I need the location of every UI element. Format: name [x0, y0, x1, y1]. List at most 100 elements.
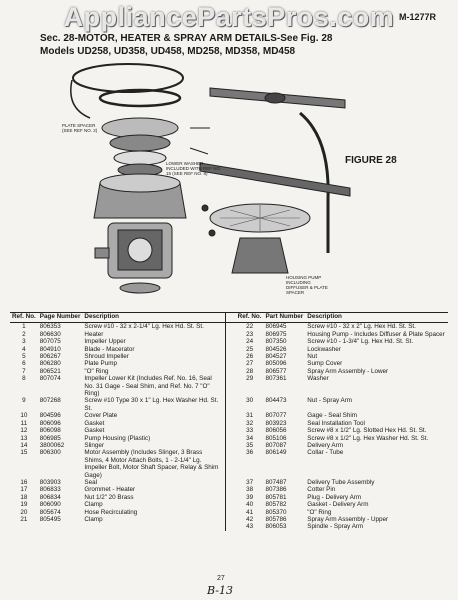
description-cell: Nut 1/2" 20 Brass [84, 493, 134, 501]
header-part: Page Number [37, 312, 83, 324]
description-cell: Spray Arm Assembly - Lower [307, 367, 389, 375]
callout-housing-pump: HOUSING PUMP INCLUDING DIFFUSER & PLATE … [286, 275, 328, 295]
table-row: 43 806053 Spindle - Spray Arm [10, 523, 448, 531]
ref-cell: 36 [246, 449, 254, 457]
description-cell: Seal [84, 478, 97, 486]
part-number-cell: 806056 [265, 427, 287, 435]
description-cell: Delivery Tube Assembly [307, 478, 375, 486]
description-cell: Blade - Macerator [84, 345, 135, 353]
description-cell: Clamp [84, 501, 103, 509]
part-number-cell: 803903 [39, 478, 61, 486]
description-cell: Screw #8 x 1/2" Lg. Hex Washer Hd. St. S… [307, 434, 429, 442]
description-cell: Nut [307, 353, 318, 361]
page-number: 27 [217, 575, 225, 582]
ref-cell: 2 [22, 330, 26, 338]
ref-cell: 27 [246, 360, 254, 368]
ref-cell: 37 [246, 478, 254, 486]
ref-cell: 26 [246, 353, 254, 361]
description-cell: Clamp [84, 515, 103, 523]
part-number-cell: 806149 [265, 449, 287, 457]
ref-cell: 23 [246, 330, 254, 338]
parts-table: Ref. No. Page Number Description Ref. No… [10, 312, 448, 531]
description-cell: Cotter Pin [307, 486, 336, 494]
part-number-cell: 806521 [39, 367, 61, 375]
description-cell: Screw #10 Type 30 x 1" Lg. Hex Washer Hd… [84, 397, 219, 412]
part-number-cell: 806267 [39, 353, 61, 361]
callout-plate-spacer: PLATE SPACER (SEE REF NO. 2) [62, 123, 98, 133]
part-number-cell: 806834 [39, 493, 61, 501]
description-cell: Spindle - Spray Arm [307, 523, 364, 531]
part-number-cell: 806098 [39, 427, 61, 435]
ref-cell: 42 [246, 515, 254, 523]
ref-cell: 35 [246, 441, 254, 449]
description-cell: Impeller Lower Kit (Includes Ref. No. 16… [84, 375, 212, 398]
part-number-cell: 807268 [39, 397, 61, 405]
description-cell: Plate Pump [84, 360, 117, 368]
part-number-cell: 807075 [39, 338, 61, 346]
ref-cell: 24 [246, 338, 254, 346]
part-number-cell: 806096 [39, 419, 61, 427]
part-number-cell: 806300 [39, 449, 61, 457]
ref-cell: 20 [20, 508, 28, 516]
ref-cell: 31 [246, 412, 254, 420]
description-cell: Hose Recirculating [84, 508, 138, 516]
description-cell: Screw #10 - 32 x 2-1/4" Lg. Hex Hd. St. … [84, 323, 204, 331]
part-number-cell: 806630 [39, 330, 61, 338]
description-cell: Gasket [84, 419, 105, 427]
watermark: AppliancePartsPros.com [63, 2, 395, 32]
description-cell: Screw #10 - 32 x 2" Lg. Hex Hd. St. St. [307, 323, 416, 331]
ref-cell: 3 [22, 338, 26, 346]
ref-cell: 11 [20, 419, 28, 427]
ref-cell: 18 [20, 493, 28, 501]
description-cell: "O" Ring [307, 508, 332, 516]
description-cell: Cover Plate [84, 412, 118, 420]
part-number-cell: 807087 [265, 441, 287, 449]
header-ref-right: Ref. No. [235, 312, 264, 324]
part-number-cell: 804910 [39, 345, 61, 353]
part-number-cell: 806975 [265, 330, 287, 338]
part-number-cell: 806833 [39, 486, 61, 494]
description-cell: Delivery Arm [307, 441, 343, 449]
ref-cell: 10 [20, 412, 28, 420]
ref-cell: 1 [22, 323, 26, 331]
description-cell: Grommet - Heater [84, 486, 136, 494]
ref-cell: 4 [22, 345, 26, 353]
description-cell: Impeller Upper [84, 338, 126, 346]
ref-cell: 40 [246, 501, 254, 509]
description-cell: Screw #8 x 1/2" Lg. Slotted Hex Hd. St. … [307, 427, 427, 435]
ref-cell: 43 [246, 523, 254, 531]
part-number-cell: 806053 [265, 523, 287, 531]
description-cell: Gasket [84, 427, 105, 435]
model-list: Models UD258, UD358, UD458, MD258, MD358… [40, 46, 296, 57]
ref-cell: 32 [246, 419, 254, 427]
part-number-cell: 806280 [39, 360, 61, 368]
ref-cell: 21 [20, 515, 28, 523]
part-number-cell: 804526 [265, 345, 287, 353]
description-cell: Housing Pump - Includes Diffuser & Plate… [307, 330, 445, 338]
ref-cell: 19 [20, 501, 28, 509]
figure-label: FIGURE 28 [345, 155, 397, 166]
ref-cell: 16 [20, 478, 28, 486]
ref-cell: 33 [246, 427, 254, 435]
ref-cell: 41 [246, 508, 254, 516]
part-number-cell: 805495 [39, 515, 61, 523]
document-id: M-1277R [398, 12, 436, 22]
description-cell: Gage - Seal Shim [307, 412, 357, 420]
description-cell: Seal Installation Tool [307, 419, 365, 427]
description-cell: Sump Cover [307, 360, 343, 368]
handwritten-note: B-13 [207, 584, 234, 597]
part-number-cell: 804527 [265, 353, 287, 361]
description-cell: Washer [307, 375, 329, 383]
